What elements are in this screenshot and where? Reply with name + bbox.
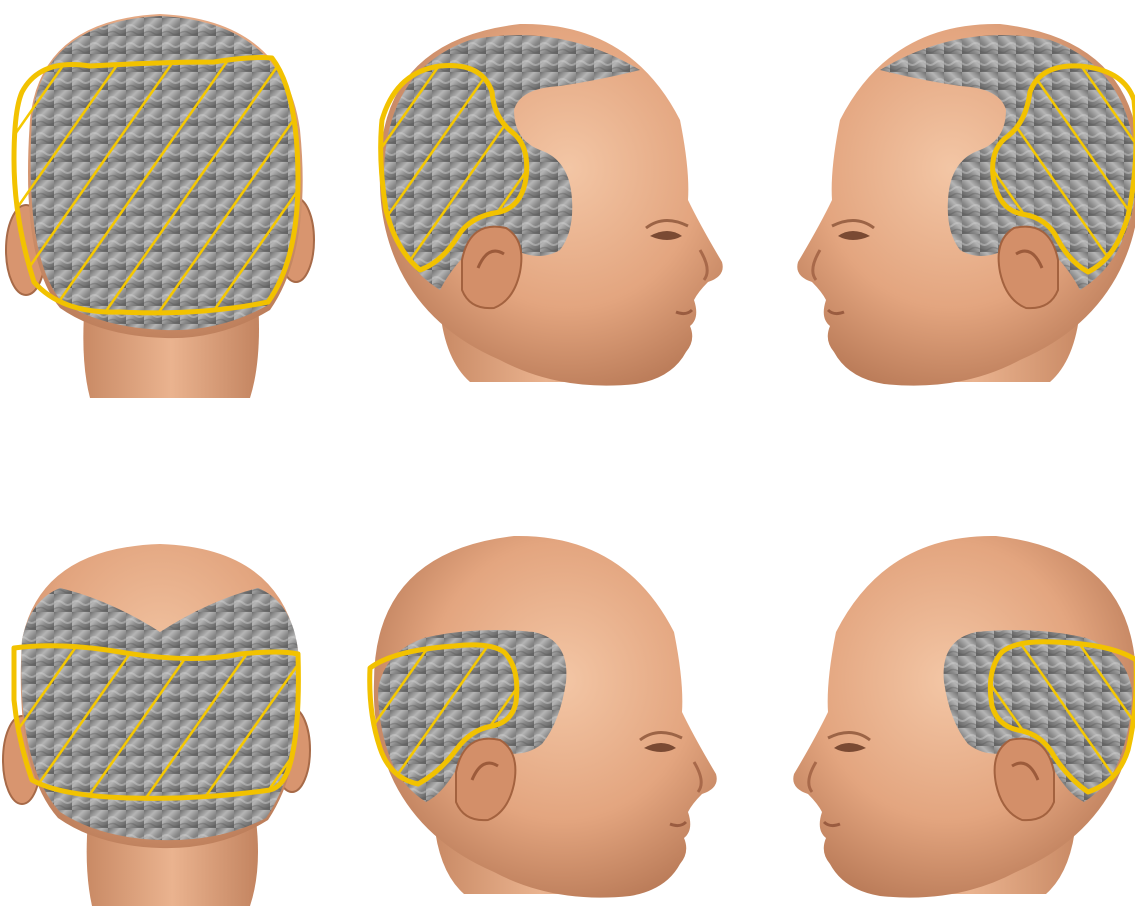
head-back-icon	[6, 14, 314, 398]
donor-region-outline	[14, 58, 298, 313]
head-back-icon	[3, 544, 310, 906]
head-right-profile-icon	[370, 536, 717, 898]
row-extended-donor	[6, 14, 1135, 398]
donor-region-outline	[14, 646, 298, 799]
head-left-profile-icon	[793, 536, 1135, 898]
head-left-profile-icon	[797, 24, 1135, 386]
head-right-profile-icon	[380, 24, 723, 386]
row-safe-donor	[3, 536, 1135, 906]
